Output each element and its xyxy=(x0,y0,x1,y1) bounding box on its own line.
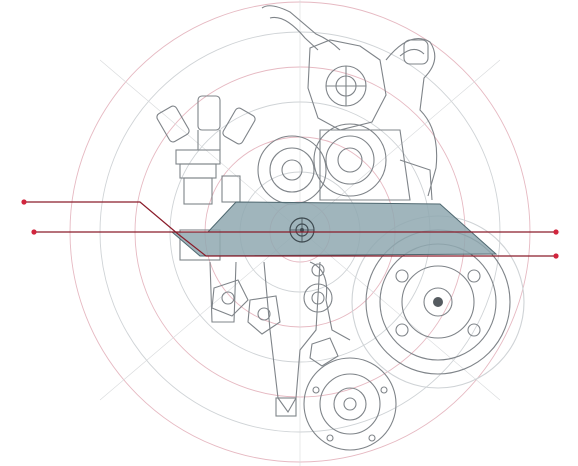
timing-gear-left-inner xyxy=(269,147,315,193)
highlight-band xyxy=(170,201,498,257)
crank-bolt-2 xyxy=(380,386,388,394)
mount-1-bolt xyxy=(221,291,235,305)
red-dot-marker xyxy=(553,229,559,235)
crank-bolt-4 xyxy=(368,434,376,442)
valve-assembly xyxy=(156,95,256,261)
lower-bracket-right xyxy=(309,337,339,367)
red-dot-marker xyxy=(21,199,27,205)
valve-left xyxy=(156,105,190,143)
highlight-band-group xyxy=(170,201,498,257)
right-duct xyxy=(385,38,438,197)
engine-block xyxy=(257,5,438,205)
valve-base-bottom xyxy=(183,177,213,205)
crank-pulley-outer xyxy=(303,357,397,451)
main-pulley-bolt-1 xyxy=(395,269,409,283)
crank-pulley xyxy=(303,357,397,451)
upper-housing xyxy=(307,39,387,131)
timing-gear-left-hub xyxy=(281,159,303,181)
leader-lines xyxy=(24,201,556,257)
right-duct-top xyxy=(399,48,425,57)
crank-pulley-face xyxy=(333,387,367,421)
valve-center xyxy=(197,95,221,131)
main-pulley-bolt-4 xyxy=(467,323,481,337)
leader-line-lower xyxy=(24,201,556,257)
red-dot-marker xyxy=(553,253,559,259)
timing-gear-right-hub xyxy=(337,147,363,173)
crank-pulley-hub xyxy=(343,397,357,411)
triangular-mount-1 xyxy=(211,279,249,317)
main-pulley-hub xyxy=(423,287,453,317)
crank-bolt-1 xyxy=(312,386,320,394)
markers xyxy=(21,199,559,259)
lower-assembly xyxy=(209,261,351,417)
valve-right xyxy=(222,107,256,145)
timing-gear-right xyxy=(313,123,387,197)
small-pulley-hub xyxy=(311,291,325,305)
sump-plug xyxy=(275,397,297,417)
idler-pulley xyxy=(311,263,325,277)
main-pulley-bolt-2 xyxy=(467,269,481,283)
triangular-mount-2 xyxy=(247,295,281,335)
main-block xyxy=(319,129,411,201)
main-block-side xyxy=(399,159,433,201)
timing-gear-right-inner xyxy=(325,135,375,185)
red-dot-marker xyxy=(31,229,37,235)
main-pulley-bolt-3 xyxy=(395,323,409,337)
main-pulley-face xyxy=(401,265,475,339)
crank-pulley-rim xyxy=(319,373,381,435)
lower-bracket-left xyxy=(209,261,237,323)
intake-pipe xyxy=(261,5,341,51)
intake-pipe-inner xyxy=(269,16,319,51)
oil-line xyxy=(309,261,351,341)
small-pulley xyxy=(303,283,333,313)
crank-bolt-3 xyxy=(326,434,334,442)
valve-side-box xyxy=(221,175,241,203)
main-pulley-center xyxy=(433,297,443,307)
sump-body xyxy=(263,261,321,414)
mount-2-bolt xyxy=(257,307,271,321)
right-duct-flange xyxy=(403,39,429,65)
